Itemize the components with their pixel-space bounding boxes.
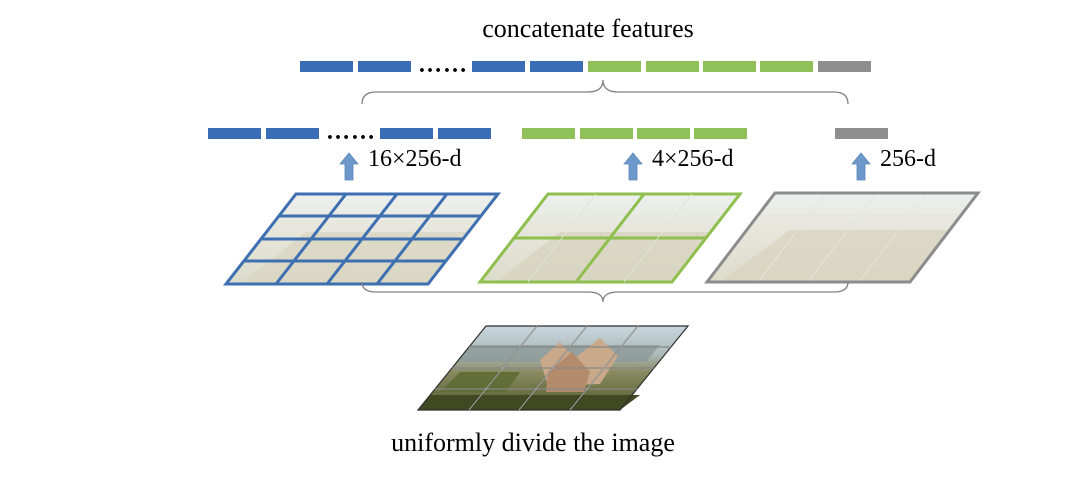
- feature-segment-blue: [208, 128, 261, 139]
- up-arrow-icon: [623, 152, 643, 181]
- feature-segment-blue: [380, 128, 433, 139]
- feature-segment-blue: [530, 61, 583, 72]
- concat-brace: [361, 79, 849, 105]
- up-arrow-icon: [851, 152, 871, 181]
- divide-brace: [361, 281, 849, 303]
- feature-segment-gray: [835, 128, 888, 139]
- feature-segment-blue: [438, 128, 491, 139]
- pyramid-level-3-grid: [703, 191, 982, 284]
- level-1-dim-label: 16×256-d: [368, 146, 462, 172]
- feature-segment-green: [580, 128, 633, 139]
- level-2-dim-label: 4×256-d: [652, 146, 734, 172]
- up-arrow-icon: [339, 152, 359, 181]
- pyramid-level-2-grid: [476, 192, 744, 284]
- feature-segment-green: [637, 128, 690, 139]
- level-2-feature-bar: [522, 128, 747, 139]
- feature-segment-blue: [300, 61, 353, 72]
- feature-segment-green: [522, 128, 575, 139]
- feature-segment-green: [646, 61, 699, 72]
- level-3-dim-label: 256-d: [880, 146, 936, 172]
- level-1-feature-bar: ……: [208, 119, 491, 145]
- diagram-title: concatenate features: [482, 14, 693, 43]
- feature-segment-blue: [266, 128, 319, 139]
- concatenated-feature-bar: ……: [300, 52, 871, 78]
- feature-segment-blue: [472, 61, 525, 72]
- feature-segment-green: [703, 61, 756, 72]
- diagram-caption: uniformly divide the image: [391, 428, 675, 457]
- level-3-feature-bar: [835, 128, 888, 139]
- feature-segment-gray: [818, 61, 871, 72]
- ellipsis: ……: [326, 119, 376, 145]
- feature-segment-green: [694, 128, 747, 139]
- pyramid-level-1-grid: [222, 192, 502, 286]
- source-image: [416, 325, 690, 411]
- ellipsis: ……: [418, 52, 468, 78]
- feature-segment-blue: [358, 61, 411, 72]
- feature-segment-green: [588, 61, 641, 72]
- feature-segment-green: [760, 61, 813, 72]
